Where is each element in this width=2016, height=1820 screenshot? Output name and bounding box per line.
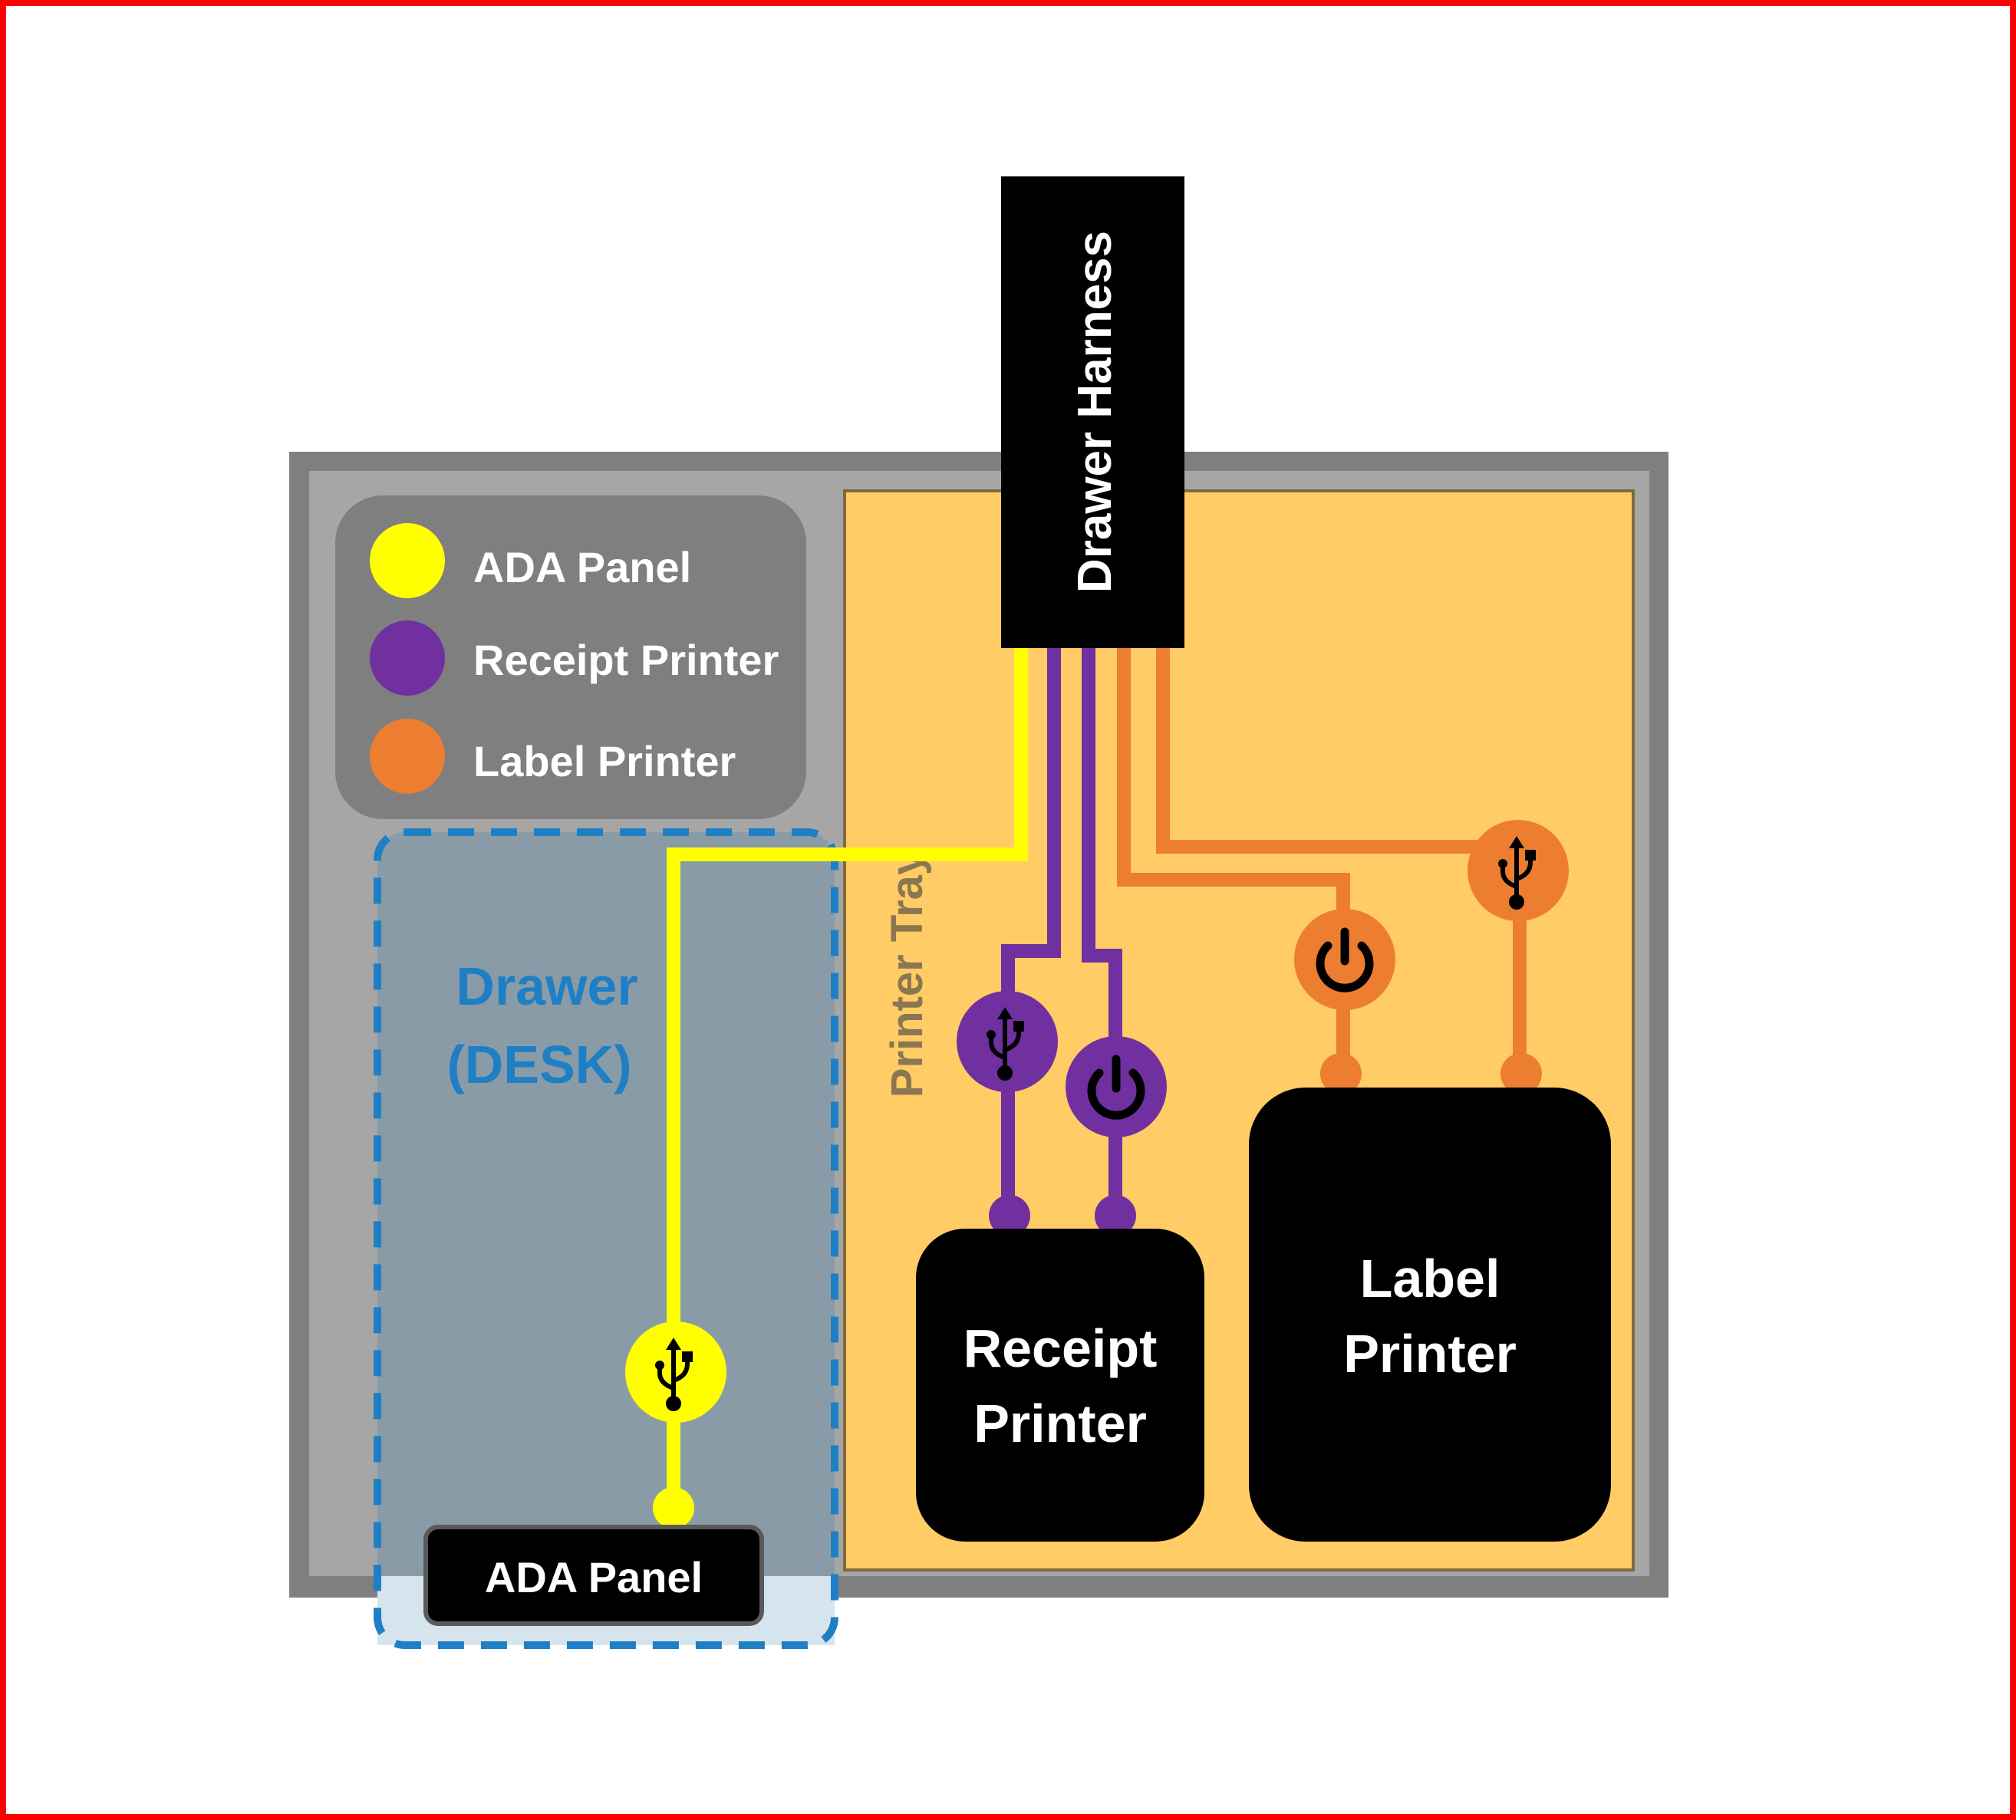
drawer-area [377, 832, 835, 1645]
legend-label-label: Label Printer [473, 737, 736, 785]
ada-panel-device [423, 1525, 764, 1626]
receipt-printer-label-line1: Receipt [964, 1318, 1158, 1378]
legend-box [335, 495, 806, 819]
receipt-power-end [1095, 1195, 1136, 1236]
legend-swatch-label [370, 719, 445, 794]
drawer-harness [1001, 176, 1184, 648]
printer-tray-label: Printer Tray [882, 851, 932, 1098]
ada-cable [667, 648, 1028, 1508]
drawer-label-line1: Drawer [456, 956, 637, 1016]
label-power-end [1320, 1053, 1362, 1094]
receipt-printer-device [916, 1229, 1204, 1542]
ada-cable-end [653, 1487, 694, 1529]
drawer-harness-label: Drawer Harness [1069, 231, 1122, 593]
legend-swatch-ada [370, 523, 445, 598]
receipt-usb-end [989, 1195, 1030, 1236]
legend-label-ada: ADA Panel [473, 543, 691, 591]
label-usb-cable [1156, 648, 1527, 1074]
receipt-printer-label-line2: Printer [973, 1394, 1147, 1453]
legend-label-receipt: Receipt Printer [473, 636, 779, 684]
ada-usb-icon [625, 1321, 726, 1423]
drawer-label-line2: (DESK) [446, 1035, 631, 1094]
label-usb-end [1500, 1053, 1542, 1094]
legend-swatch-receipt [370, 620, 445, 696]
receipt-power-icon [1066, 1036, 1167, 1137]
label-power-icon [1294, 909, 1395, 1010]
label-printer-device [1249, 1088, 1611, 1542]
ada-panel-label: ADA Panel [485, 1553, 703, 1601]
receipt-usb-icon [957, 991, 1058, 1092]
label-usb-icon [1468, 820, 1569, 921]
drawer-dashed-border [374, 828, 838, 1649]
label-printer-label-line1: Label [1360, 1249, 1500, 1308]
label-printer-label-line2: Printer [1343, 1324, 1517, 1384]
